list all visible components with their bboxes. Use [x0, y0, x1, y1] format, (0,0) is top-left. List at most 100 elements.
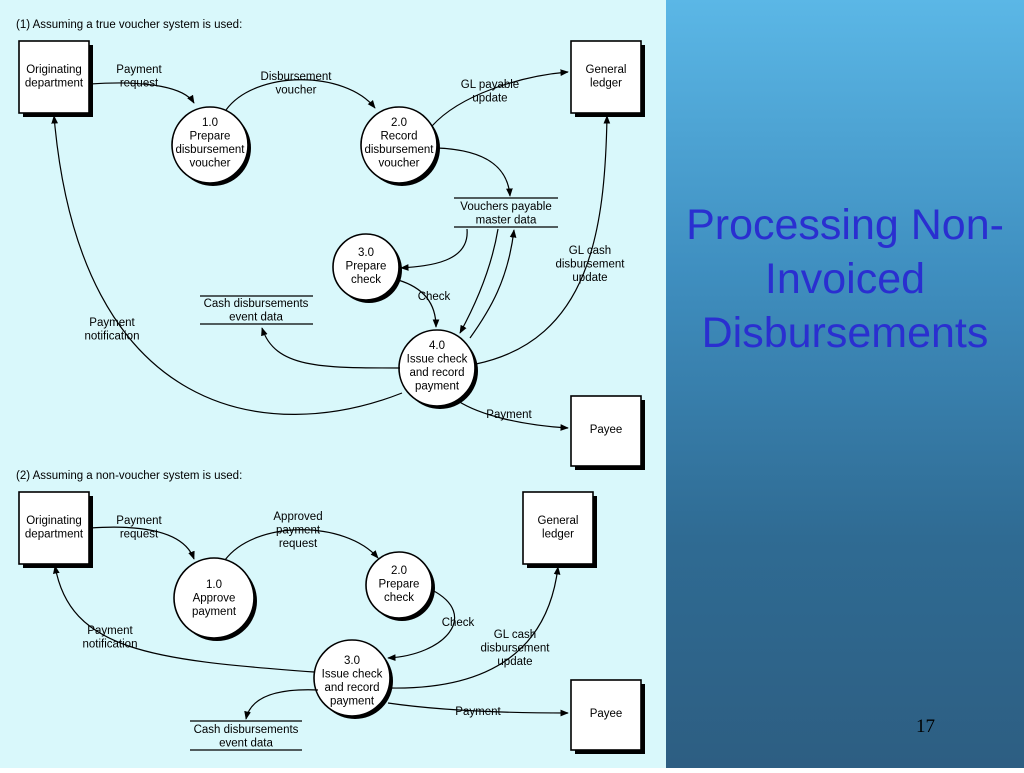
label-n-payment-request: Payment request [116, 515, 162, 541]
text-line: notification [85, 331, 140, 343]
flow-n-gl-cash [388, 566, 561, 689]
text-line: voucher [379, 158, 420, 170]
flow-v-disbursement-voucher [225, 79, 376, 111]
text-line: payment [192, 606, 237, 618]
text-line: Prepare [190, 131, 231, 143]
flow-v-payment-request [89, 82, 195, 104]
text-line: Approved [273, 511, 322, 523]
flow-v-store-to-issue [459, 228, 499, 334]
text-line: General [586, 64, 627, 76]
label-n-check: Check [442, 617, 475, 629]
voucher-heading: (1) Assuming a true voucher system is us… [16, 19, 242, 31]
text-line: 3.0 [344, 655, 360, 667]
text-line: Payment [116, 515, 162, 527]
flow-n-check [387, 589, 456, 661]
text-line: Payment [87, 625, 133, 637]
text-line: department [25, 78, 84, 90]
text-line: 3.0 [358, 247, 374, 259]
svg-text:Payee: Payee [590, 424, 623, 436]
text-line: voucher [190, 158, 231, 170]
text-line: (2) Assuming a non-voucher system is use… [16, 470, 242, 482]
slide-title-line-2: Invoiced [764, 255, 926, 303]
text-line: department [25, 529, 84, 541]
text-line: GL cash [494, 629, 536, 641]
voucher-store-cash-disbursements: Cash disbursements event data [200, 295, 313, 325]
text-line: Payee [590, 424, 623, 436]
flow-v-record-to-store [436, 147, 513, 197]
text-line: Payment [455, 706, 501, 718]
text-line: event data [229, 312, 283, 324]
text-line: disbursement [555, 259, 625, 271]
text-line: request [120, 78, 159, 90]
text-line: request [279, 538, 318, 550]
text-line: Prepare [379, 579, 420, 591]
flow-n-to-cash-store [244, 689, 319, 720]
text-line: 1.0 [202, 117, 218, 129]
text-line: disbursement [175, 144, 245, 156]
text-line: Originating [26, 515, 82, 527]
text-line: GL cash [569, 245, 611, 257]
page-number: 17 [916, 716, 935, 737]
flow-v-gl-payable [431, 69, 569, 127]
text-line: Check [418, 291, 451, 303]
text-line: Disbursement [261, 71, 333, 83]
flow-n-approved-request [224, 529, 379, 561]
flow-v-payment [457, 400, 569, 431]
svg-text:Payee: Payee [590, 708, 623, 720]
flow-v-store-to-prepare [400, 228, 468, 271]
text-line: payment [415, 381, 460, 393]
text-line: Originating [26, 64, 82, 76]
flow-v-gl-cash [475, 115, 611, 365]
label-v-check: Check [418, 291, 451, 303]
text-line: Payment [89, 317, 135, 329]
flow-n-payment [387, 702, 569, 717]
text-line: and record [325, 682, 380, 694]
diagram-panel: (1) Assuming a true voucher system is us… [0, 0, 666, 768]
text-line: check [351, 274, 381, 286]
text-line: request [120, 529, 159, 541]
text-line: payment [276, 525, 321, 537]
text-line: Payment [486, 409, 532, 421]
text-line: disbursement [364, 144, 434, 156]
text-line: and record [410, 367, 465, 379]
text-line: (1) Assuming a true voucher system is us… [16, 19, 242, 31]
text-line: General [538, 515, 579, 527]
slide-title: Processing Non- Invoiced Disbursements [666, 198, 1024, 360]
data-flow-diagram: (1) Assuming a true voucher system is us… [16, 19, 645, 754]
text-line: Issue check [407, 354, 468, 366]
text-line: disbursement [480, 643, 550, 655]
text-line: 4.0 [429, 340, 445, 352]
text-line: update [497, 656, 532, 668]
text-line: GL payable [461, 79, 519, 91]
slide-title-line-3: Disbursements [701, 309, 989, 357]
label-n-payment: Payment [455, 706, 501, 718]
text-line: Cash disbursements [204, 298, 309, 310]
label-v-payment-notification: Payment notification [85, 317, 140, 343]
flow-n-payment-notification [53, 565, 315, 673]
text-line: 2.0 [391, 117, 407, 129]
flow-v-payment-notification [51, 115, 403, 415]
text-line: Vouchers payable [460, 201, 551, 213]
